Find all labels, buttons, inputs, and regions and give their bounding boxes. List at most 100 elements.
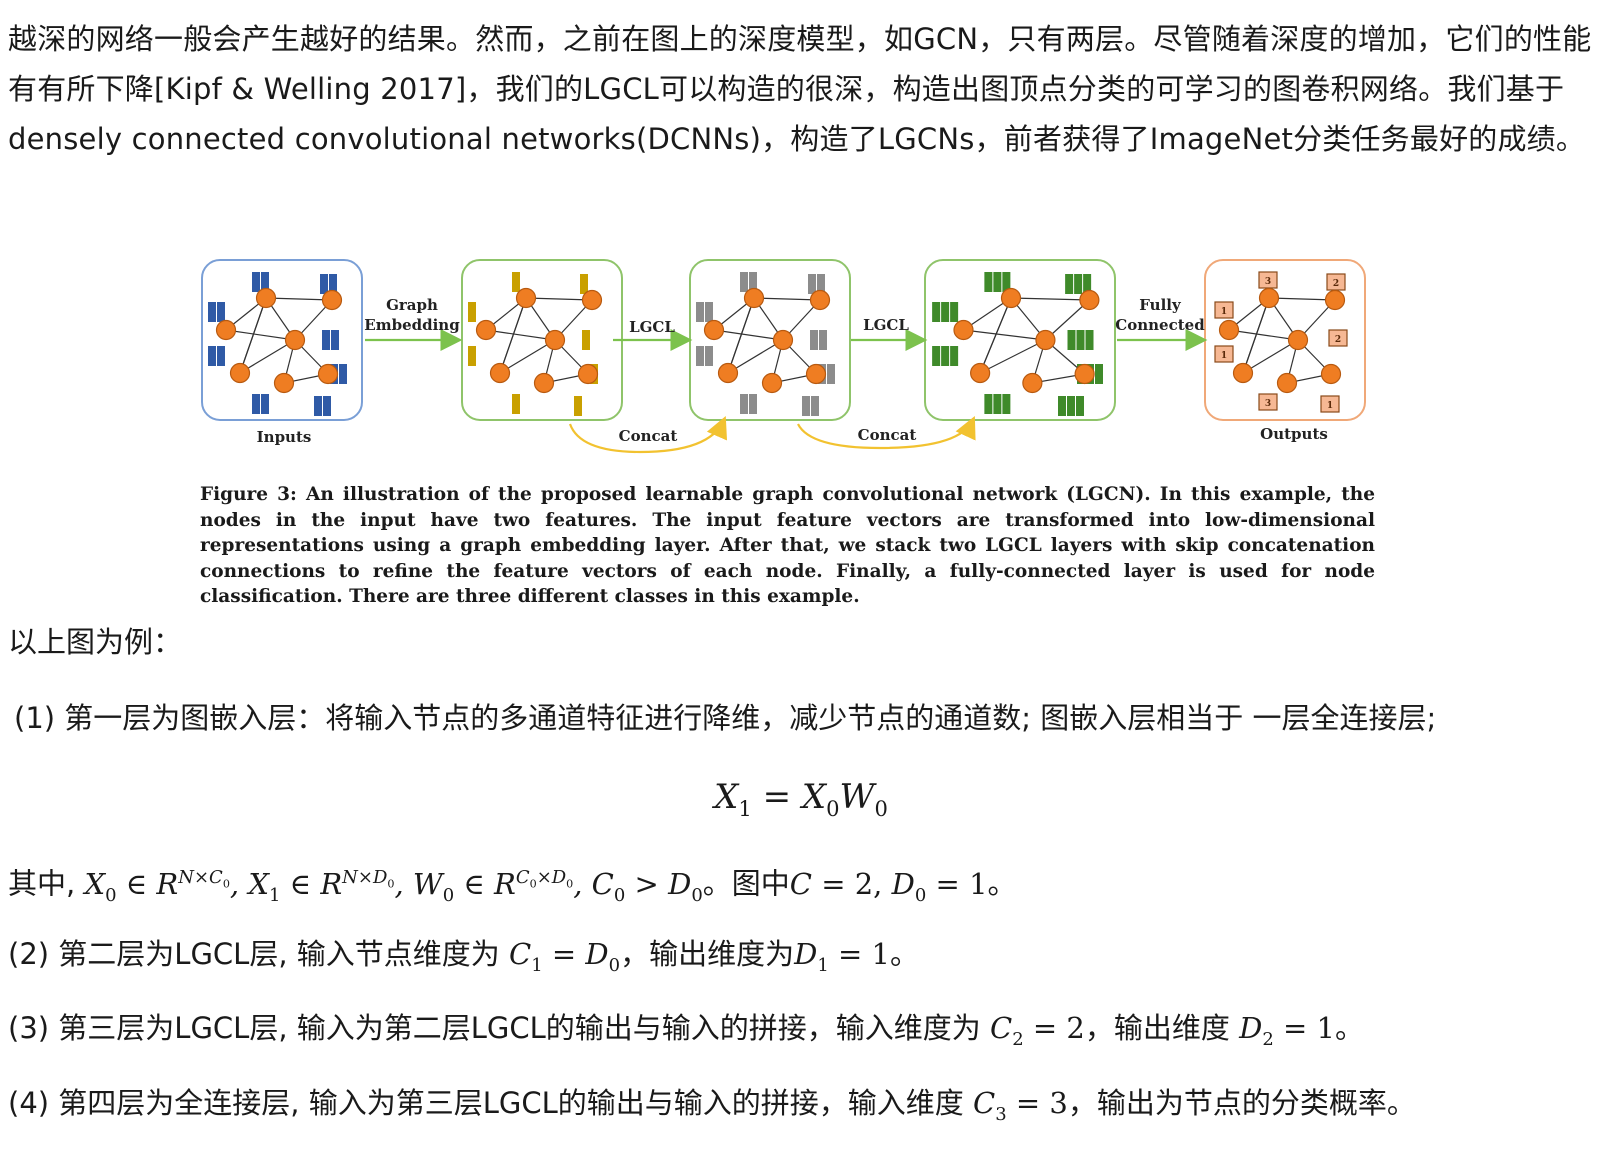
output-class-box <box>1320 395 1340 413</box>
graph-node <box>577 363 599 385</box>
graph-node <box>970 362 991 384</box>
graph-node <box>284 329 306 351</box>
graph-edge <box>727 339 784 374</box>
output-class-label: 1 <box>1221 307 1227 317</box>
feature-block <box>749 394 757 414</box>
output-class-label: 2 <box>1335 335 1341 345</box>
graph-edge <box>963 329 1046 341</box>
graph-node <box>489 362 511 384</box>
graph-node <box>1324 289 1346 311</box>
label-embedding: Embedding <box>364 316 460 334</box>
feature-block <box>1067 330 1076 350</box>
graph-node <box>475 319 497 341</box>
label-concat-1: Concat <box>619 427 678 445</box>
panel-lgcl-2 <box>924 259 1116 421</box>
graph-node <box>1035 329 1056 351</box>
graph-node <box>1320 363 1342 385</box>
output-class-label: 1 <box>1221 351 1227 361</box>
feature-block <box>468 346 476 366</box>
feature-block <box>1085 330 1094 350</box>
panel-embedding <box>461 259 623 421</box>
panel-inputs <box>201 259 363 421</box>
graph-edge <box>485 329 556 341</box>
figure-caption: Figure 3: An illustration of the propose… <box>200 484 1375 607</box>
feature-block <box>802 396 810 416</box>
feature-block <box>808 274 816 294</box>
label-lgcl-2: LGCL <box>863 316 909 334</box>
feature-block <box>1002 272 1011 292</box>
feature-block <box>217 302 225 322</box>
graph-node <box>717 362 739 384</box>
graph-node <box>761 372 783 394</box>
feature-block <box>323 396 331 416</box>
feature-block <box>252 394 260 414</box>
graph-node <box>229 362 251 384</box>
label-graph: Graph <box>386 296 438 314</box>
label-inputs: Inputs <box>257 428 312 446</box>
feature-block <box>749 272 757 292</box>
feature-block <box>1083 274 1092 294</box>
label-connected: Connected <box>1115 316 1205 334</box>
feature-block <box>314 396 322 416</box>
graph-node <box>1022 372 1043 394</box>
feature-block <box>1076 330 1085 350</box>
feature-block <box>208 346 216 366</box>
feature-block <box>1002 394 1011 414</box>
graph-node <box>1276 372 1298 394</box>
feature-block <box>950 302 959 322</box>
feature-block <box>941 302 950 322</box>
feature-block <box>740 272 748 292</box>
feature-block <box>1076 396 1084 416</box>
graph-node <box>772 329 794 351</box>
graph-edge <box>1010 297 1090 301</box>
graph-edge <box>1242 297 1270 374</box>
graph-edge <box>239 339 296 374</box>
graph-edge <box>1228 329 1299 341</box>
output-class-label: 3 <box>1265 277 1271 287</box>
graph-node <box>215 319 237 341</box>
graph-node <box>533 372 555 394</box>
graph-node <box>1000 287 1022 309</box>
feature-block <box>468 302 476 322</box>
graph-node <box>1074 363 1095 385</box>
feature-block <box>817 274 825 294</box>
feature-block <box>932 302 941 322</box>
feature-block <box>993 272 1002 292</box>
graph-edge <box>525 297 593 301</box>
feature-block <box>329 274 337 294</box>
feature-block <box>512 394 520 414</box>
feature-block <box>984 272 993 292</box>
graph-node <box>317 363 339 385</box>
feature-block <box>1067 396 1075 416</box>
output-class-box <box>1328 329 1348 347</box>
feature-block <box>322 330 330 350</box>
feature-block <box>1095 364 1103 384</box>
feature-block <box>339 364 347 384</box>
graph-edge <box>713 329 784 341</box>
graph-edge <box>265 297 333 301</box>
intro-paragraph: 越深的网络一般会产生越好的结果。然而，之前在图上的深度模型，如GCN，只有两层。… <box>8 22 1592 156</box>
graph-node <box>1079 289 1100 311</box>
feature-block <box>827 364 835 384</box>
graph-node <box>953 319 974 341</box>
graph-node <box>1258 287 1280 309</box>
feature-block <box>941 346 950 366</box>
output-class-box <box>1258 393 1278 411</box>
feature-block <box>810 330 818 350</box>
feature-block <box>1065 274 1074 294</box>
graph-node <box>515 287 537 309</box>
feature-block <box>208 302 216 322</box>
graph-node <box>321 289 343 311</box>
graph-node <box>1218 319 1240 341</box>
output-class-box <box>1214 301 1234 319</box>
graph-node <box>703 319 725 341</box>
feature-block <box>819 330 827 350</box>
graph-node <box>273 372 295 394</box>
graph-node <box>1287 329 1309 351</box>
feature-block <box>261 394 269 414</box>
output-class-label: 3 <box>1265 399 1271 409</box>
feature-block <box>320 274 328 294</box>
graph-edge <box>499 339 556 374</box>
